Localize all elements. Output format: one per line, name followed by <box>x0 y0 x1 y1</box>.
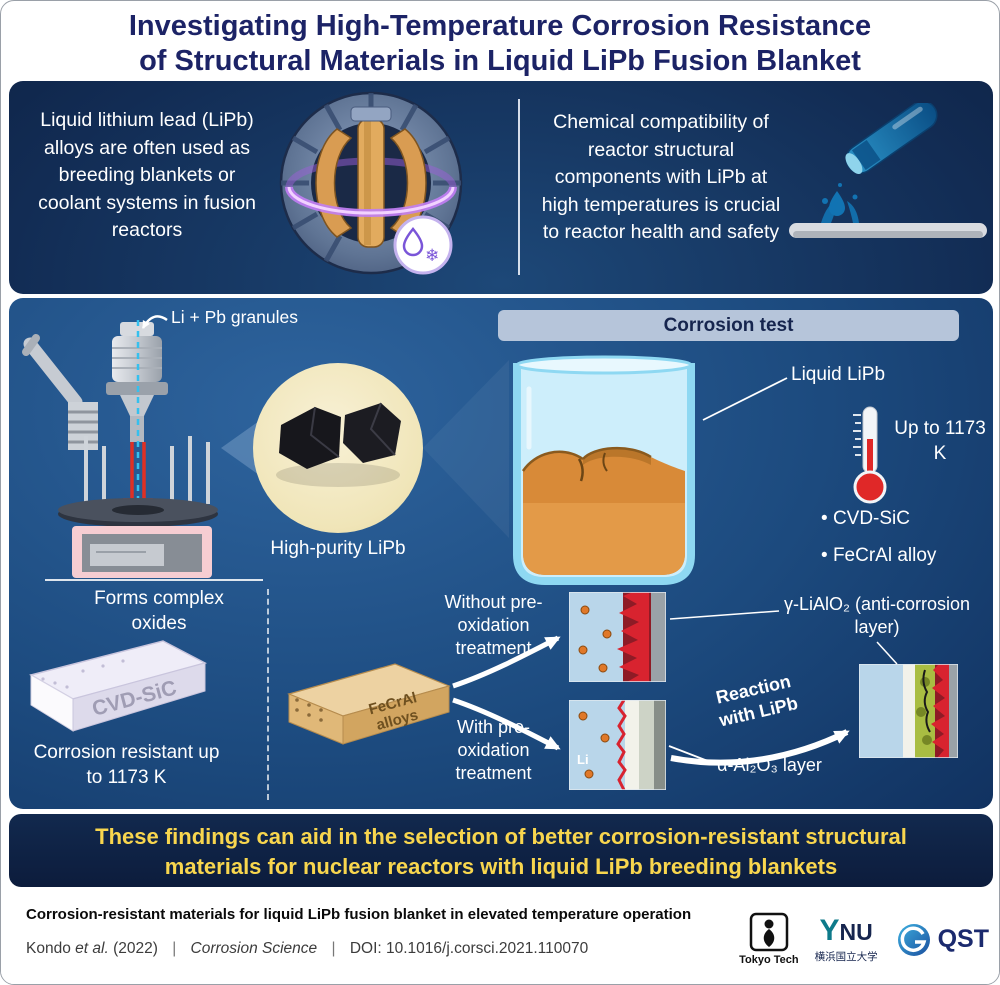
intro-right-text: Chemical compatibility of reactor struct… <box>541 111 781 243</box>
test-tube-illustration <box>789 103 987 238</box>
granules-label: Li + Pb granules <box>171 307 298 327</box>
micrograph-after-reaction <box>859 664 958 758</box>
lipb-granules <box>276 402 401 487</box>
citation-separator: | <box>331 940 336 957</box>
material-fecral: FeCrAl alloy <box>821 545 936 567</box>
tested-materials-list: CVD-SiC FeCrAl alloy <box>821 508 936 582</box>
tokyo-tech-mark-icon <box>749 912 789 952</box>
thermometer-icon <box>853 406 887 504</box>
alpha-al2o3-label: α-Al₂O₃ layer <box>717 755 822 775</box>
qst-label: QST <box>937 924 989 953</box>
citation-authors: Kondo <box>26 940 71 957</box>
citation-separator: | <box>172 940 177 957</box>
results-divider-dashed <box>267 589 269 800</box>
citation-journal: Corrosion Science <box>190 940 318 957</box>
tokyo-tech-label: Tokyo Tech <box>739 954 799 966</box>
li-label: Li <box>577 752 589 767</box>
cvd-sic-plate: CVD-SiC <box>29 640 208 732</box>
ynu-nu-letters: NU <box>839 919 873 945</box>
intro-divider <box>518 99 520 275</box>
purity-label: High-purity LiPb <box>270 538 406 559</box>
granules-pointer-arrow <box>141 315 168 329</box>
footer: Corrosion-resistant materials for liquid… <box>1 894 999 984</box>
main-title-line2: of Structural Materials in Liquid LiPb F… <box>139 45 861 77</box>
micrograph-without-preoxidation <box>569 592 666 682</box>
citation-etal: et al. <box>75 940 109 957</box>
without-preoxidation-label: Without pre-oxidation treatment <box>444 592 543 658</box>
ynu-logo: YNU 横浜国立大学 <box>815 914 878 964</box>
lipb-granules-inset <box>253 363 423 533</box>
qst-logo: QST <box>894 919 989 959</box>
droplet-icon <box>402 227 424 257</box>
intro-left-text: Liquid lithium lead (LiPb) alloys are of… <box>38 109 256 241</box>
ynu-japanese-name: 横浜国立大学 <box>814 951 878 963</box>
citation-doi[interactable]: DOI: 10.1016/j.corsci.2021.110070 <box>349 940 589 957</box>
qst-mark-icon <box>897 924 930 956</box>
cvd-sic-top-note: Forms complex oxides <box>94 588 224 634</box>
main-title-line1: Investigating High-Temperature Corrosion… <box>128 10 872 42</box>
gamma-lialo2-label: γ-LiAlO₂ (anti-corrosion layer) <box>783 594 971 637</box>
citation: Kondo et al. (2022) | Corrosion Science … <box>26 940 588 958</box>
micrograph-with-preoxidation: Li <box>569 700 666 790</box>
conclusion-panel: These findings can aid in the selection … <box>9 814 993 887</box>
beaker-illustration <box>513 355 695 585</box>
intro-panel: Liquid lithium lead (LiPb) alloys are of… <box>9 81 993 294</box>
results-divider-line <box>45 579 263 581</box>
snowflake-icon: ❄ <box>425 246 439 265</box>
branch-arrow-with <box>452 697 561 751</box>
ynu-y-letter: Y <box>819 914 840 947</box>
reaction-arrow <box>670 729 850 766</box>
temperature-label: Up to 1173 K <box>894 418 986 464</box>
material-cvd-sic: CVD-SiC <box>821 508 936 530</box>
melting-apparatus-illustration <box>22 320 218 578</box>
conclusion-line2: materials for nuclear reactors with liqu… <box>164 854 838 879</box>
citation-year: (2022) <box>113 940 158 957</box>
tokyo-tech-logo: Tokyo Tech <box>739 912 799 966</box>
title-section: Investigating High-Temperature Corrosion… <box>1 9 999 79</box>
with-preoxidation-label: With pre-oxidation treatment <box>455 717 532 783</box>
test-tube <box>845 103 938 174</box>
branch-arrow-without <box>452 635 561 689</box>
logos-row: Tokyo Tech YNU 横浜国立大学 QST <box>739 902 989 976</box>
conclusion-line1: These findings can aid in the selection … <box>95 824 907 849</box>
fecral-plate: FeCrAl alloys <box>287 663 451 745</box>
cvd-sic-bottom-note: Corrosion resistant up to 1173 K <box>33 742 220 788</box>
liquid-lipb-label: Liquid LiPb <box>791 364 886 385</box>
experiment-panel: CVD-SiC FeCrAl alloys <box>9 298 993 809</box>
connector-arrows <box>141 315 898 766</box>
footer-headline: Corrosion-resistant materials for liquid… <box>26 906 692 923</box>
tokamak-reactor-illustration: ❄ <box>279 91 463 275</box>
corrosion-test-header: Corrosion test <box>498 310 959 341</box>
